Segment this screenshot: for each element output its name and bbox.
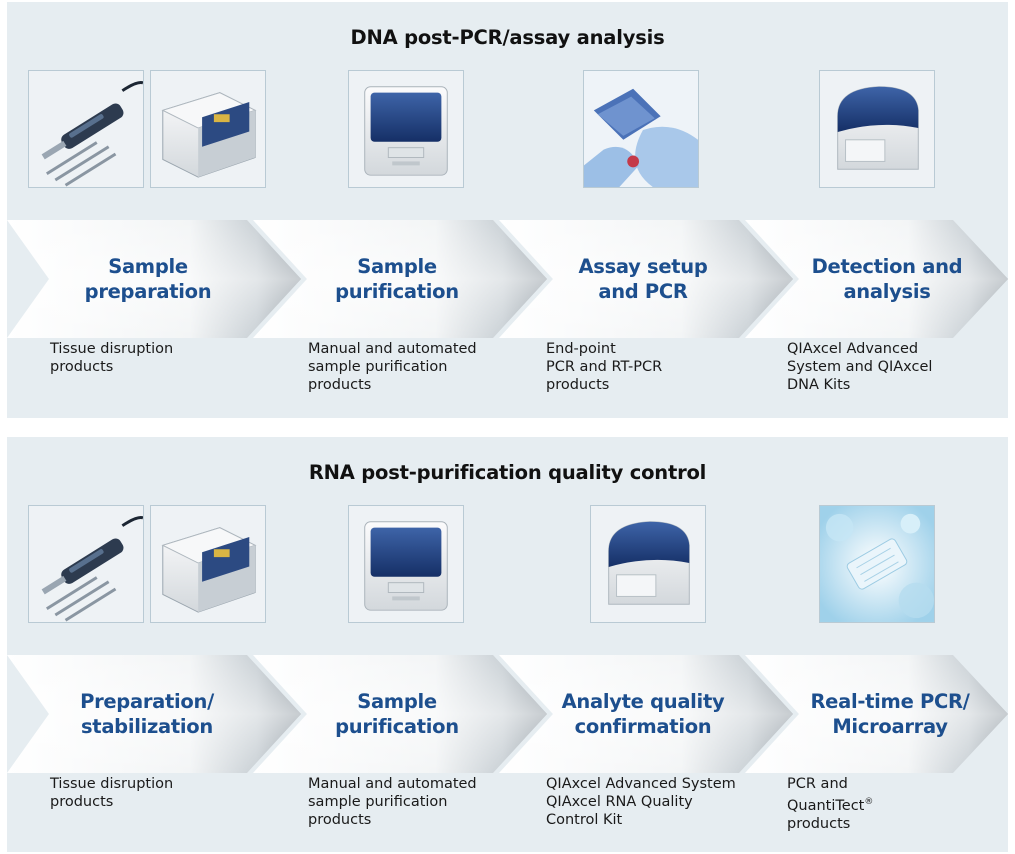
chevron-1 bbox=[7, 655, 301, 773]
step-label: Assay setup and PCR bbox=[578, 255, 708, 303]
step-description: Tissue disruption products bbox=[50, 341, 174, 375]
chevron-3 bbox=[499, 220, 793, 338]
microarray-chip-image bbox=[819, 505, 935, 623]
homogenizer-image bbox=[28, 70, 144, 188]
chevron-2 bbox=[253, 655, 547, 773]
chevron-4 bbox=[745, 220, 1008, 338]
step-description: PCR and QuantiTect® products bbox=[787, 775, 873, 833]
chevron-2 bbox=[253, 220, 547, 338]
purification-instrument-image bbox=[348, 70, 464, 188]
step-label: Preparation/ stabilization bbox=[80, 690, 214, 738]
step-description: QIAxcel Advanced System and QIAxcel DNA … bbox=[787, 341, 933, 393]
step-label: Sample purification bbox=[335, 690, 459, 738]
step-label: Analyte quality confirmation bbox=[561, 690, 725, 738]
dna-workflow-panel: DNA post-PCR/assay analysis bbox=[7, 2, 1008, 418]
homogenizer-image bbox=[28, 505, 144, 623]
step-label: Detection and analysis bbox=[811, 255, 963, 303]
step-label: Sample purification bbox=[335, 255, 459, 303]
panel-title: RNA post-purification quality control bbox=[308, 461, 707, 484]
description-line: PCR and bbox=[787, 776, 848, 792]
step-label: Sample preparation bbox=[84, 255, 212, 303]
bead-mill-image bbox=[150, 505, 266, 623]
step-description: Tissue disruption products bbox=[50, 776, 174, 810]
chevron-1 bbox=[7, 220, 301, 338]
description-line: products bbox=[787, 815, 851, 832]
brand-name: QuantiTect bbox=[787, 797, 865, 814]
step-label: Real-time PCR/ Microarray bbox=[810, 690, 970, 738]
step-description: End-point PCR and RT-PCR products bbox=[546, 341, 663, 393]
panel-title: DNA post-PCR/assay analysis bbox=[350, 26, 665, 49]
qiaxcel-instrument-image bbox=[590, 505, 706, 623]
bead-mill-image bbox=[150, 70, 266, 188]
workflow-chevrons bbox=[7, 655, 1008, 773]
chevron-4 bbox=[745, 655, 1008, 773]
workflow-chevrons bbox=[7, 220, 1008, 338]
step-description: Manual and automated sample purification… bbox=[308, 341, 477, 393]
purification-instrument-image bbox=[348, 505, 464, 623]
step-description: Manual and automated sample purification… bbox=[308, 776, 477, 828]
registered-mark: ® bbox=[864, 797, 874, 807]
description-line: QuantiTect® bbox=[787, 793, 873, 815]
qiaxcel-instrument-image bbox=[819, 70, 935, 188]
step-description: QIAxcel Advanced System QIAxcel RNA Qual… bbox=[546, 776, 736, 828]
gloved-hands-image bbox=[583, 70, 699, 188]
chevron-3 bbox=[499, 655, 793, 773]
rna-workflow-panel: RNA post-purification quality control bbox=[7, 437, 1008, 852]
